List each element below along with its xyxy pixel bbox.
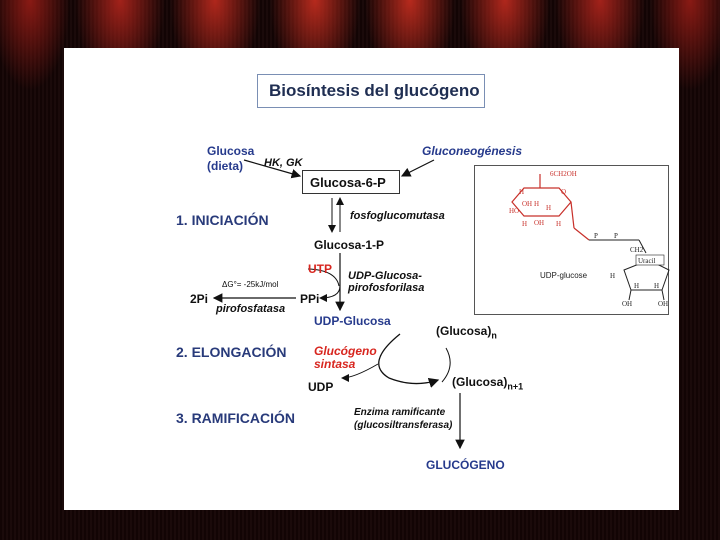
arrow-glucose-to-g6p	[243, 159, 302, 179]
oh-label-2: OH	[534, 219, 544, 227]
g1p-label: Glucosa-1-P	[314, 238, 385, 252]
arrow-glucan-curve	[441, 347, 451, 383]
ch2-label: CH2	[630, 246, 644, 254]
oh-label-0: OH	[522, 200, 532, 208]
two-pi-label: 2Pi	[190, 292, 209, 306]
glucose-label: Glucosa	[207, 144, 255, 158]
ppi-label: PPi	[300, 292, 320, 306]
h-label-5: H	[610, 272, 615, 280]
h-label-3: H	[522, 220, 527, 228]
oh-label-4: OH	[658, 300, 668, 308]
gluconeogenesis-label: Gluconeogénesis	[422, 144, 523, 158]
h-label-6: H	[634, 282, 639, 290]
glucan-n1-label: (Glucosa)n+1	[452, 375, 524, 392]
stage-ramificacion: 3. RAMIFICACIÓN	[176, 410, 295, 426]
branching-enzyme-label: Enzima ramificante	[354, 407, 446, 418]
phosphate-2-label: P	[614, 232, 618, 240]
uracil-label: Uracil	[638, 257, 656, 265]
h-label-0: H	[519, 188, 524, 196]
g6p-frame	[302, 170, 400, 194]
title-frame	[257, 74, 485, 108]
oh-label-3: OH	[622, 300, 632, 308]
slide: Biosíntesis del glucógeno 1. INICIAC	[64, 48, 679, 510]
pyrophosphorylase-label-2: pirofosforilasa	[348, 282, 425, 294]
h-label-2: H	[546, 204, 551, 212]
udp-glucose-label: UDP-Glucosa	[314, 314, 391, 328]
udp-glucose-structure-name: UDP-glucose	[540, 271, 588, 280]
h-label-4: H	[556, 220, 561, 228]
delta-g-label: ΔG°= -25kJ/mol	[222, 280, 279, 289]
phosphoglucomutase-label: fosfoglucomutasa	[350, 210, 445, 222]
ch2oh-label: 6CH2OH	[550, 170, 577, 178]
glucosyltransferase-label: (glucosiltransferasa)	[354, 420, 453, 431]
glycogen-synthase-label-2: sintasa	[314, 357, 356, 371]
arrow-ppi-out	[319, 285, 341, 302]
glycogen-synthase-label-1: Glucógeno	[314, 344, 377, 358]
glycogen-label: GLUCÓGENO	[426, 458, 505, 472]
phosphate-1-label: P	[594, 232, 598, 240]
pathway-arrows	[212, 159, 465, 450]
pyrophosphatase-label: pirofosfatasa	[216, 303, 286, 315]
ring-o-label: O	[561, 188, 566, 196]
arrow-utp-in	[307, 268, 340, 287]
uracil-box	[635, 254, 665, 266]
arrow-udp-out	[341, 363, 379, 382]
hk-gk-label: HK, GK	[264, 157, 303, 169]
udp-label: UDP	[308, 380, 334, 394]
g6p-label: Glucosa-6-P	[310, 175, 386, 190]
h-label-1: H	[534, 200, 539, 208]
h-label-7: H	[654, 282, 659, 290]
ho-label: HO	[509, 207, 519, 215]
stage-elongacion: 2. ELONGACIÓN	[176, 344, 287, 360]
stage-iniciacion: 1. INICIACIÓN	[176, 212, 269, 228]
arrow-gluconeogenesis-to-g6p	[400, 159, 435, 177]
arrow-synthase-curve	[378, 333, 440, 388]
glucan-n-label: (Glucosa)n	[436, 324, 497, 341]
page-title: Biosíntesis del glucógeno	[269, 81, 480, 100]
utp-label: UTP	[308, 262, 332, 276]
diet-label: (dieta)	[207, 159, 243, 173]
pyrophosphorylase-label-1: UDP-Glucosa-	[348, 270, 422, 282]
udp-glucose-structure: 6CH2OH H O H OH HO H OH H H P P CH2 Urac…	[509, 170, 670, 308]
